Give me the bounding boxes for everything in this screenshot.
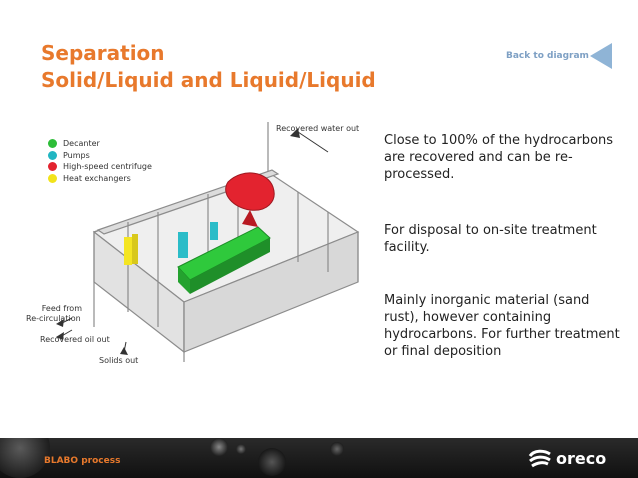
separation-skid-diagram [56, 122, 360, 362]
oreco-logo-text: oreco [556, 448, 607, 468]
footer-bubble [258, 448, 286, 476]
callout-solids-out: Solids out [99, 356, 139, 365]
callout-re-circulation: Re-circulation [26, 314, 81, 323]
oreco-logo: oreco [528, 448, 606, 468]
legend-swatch-centrifuge [48, 162, 57, 172]
footer-bubble [0, 438, 50, 478]
title-line-2: Solid/Liquid and Liquid/Liquid [41, 68, 376, 92]
legend-swatch-pumps [48, 150, 57, 160]
legend-item: Decanter [48, 138, 152, 150]
callout-recovered-water-out: Recovered water out [276, 124, 360, 133]
callout-feed-from-line1: Feed from [41, 304, 82, 313]
legend-label: Decanter [63, 139, 100, 149]
legend-item: Heat exchangers [48, 173, 152, 185]
legend-label: Heat exchangers [63, 173, 131, 183]
callout-recovered-oil-out: Recovered oil out [40, 335, 110, 344]
legend-swatch-heat-exchangers [48, 173, 57, 183]
footer-label: BLABO process [44, 456, 121, 466]
footer-bubble [236, 444, 246, 454]
legend-label: Pumps [63, 150, 90, 160]
footer-bubble [330, 442, 344, 456]
back-to-diagram-link[interactable]: Back to diagram [506, 51, 589, 61]
legend-label: High-speed centrifuge [63, 162, 152, 172]
text-inorganic-material: Mainly inorganic material (sand rust), h… [384, 293, 620, 359]
title-line-1: Separation [41, 41, 165, 65]
back-arrow-icon[interactable] [590, 43, 612, 69]
oreco-logo-icon [528, 449, 551, 468]
footer-bubble [210, 438, 228, 456]
legend-item: Pumps [48, 150, 152, 162]
legend-item: High-speed centrifuge [48, 161, 152, 173]
legend: Decanter Pumps High-speed centrifuge Hea… [48, 138, 152, 184]
callout-feed-from: Feed from [40, 304, 82, 314]
page-title: Separation Solid/Liquid and Liquid/Liqui… [41, 40, 376, 94]
legend-swatch-decanter [48, 139, 57, 149]
text-disposal: For disposal to on-site treatment facili… [384, 223, 597, 255]
text-recovered-hydrocarbons: Close to 100% of the hydrocarbons are re… [384, 133, 614, 182]
